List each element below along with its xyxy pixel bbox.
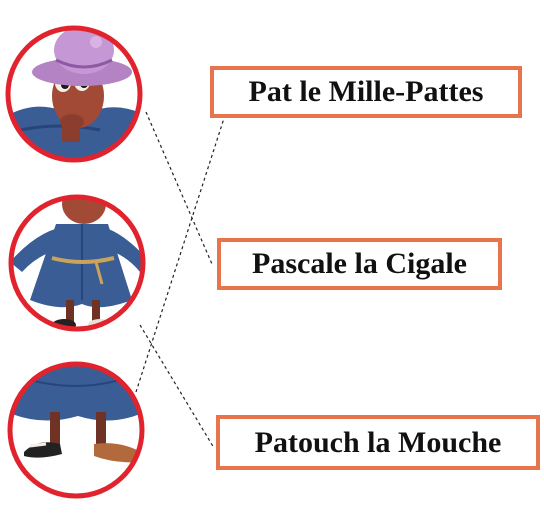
connector-line-top-to-middle <box>146 112 212 264</box>
picture-circle-middle[interactable] <box>0 184 160 340</box>
picture-circle-top[interactable] <box>0 20 150 170</box>
connector-line-bottom-to-top <box>136 112 226 392</box>
name-label-text: Pat le Mille-Pattes <box>249 75 484 109</box>
connector-lines <box>136 112 226 448</box>
name-label-text: Pascale la Cigale <box>252 247 467 281</box>
name-label-text: Patouch la Mouche <box>255 426 502 460</box>
name-label-middle[interactable]: Pascale la Cigale <box>217 238 502 290</box>
name-label-bottom[interactable]: Patouch la Mouche <box>216 415 540 470</box>
name-label-top[interactable]: Pat le Mille-Pattes <box>210 66 522 118</box>
character-body-picture <box>0 184 160 340</box>
character-head-picture <box>0 20 150 170</box>
picture-circle-bottom[interactable] <box>0 360 160 510</box>
character-legs-picture <box>0 360 160 510</box>
